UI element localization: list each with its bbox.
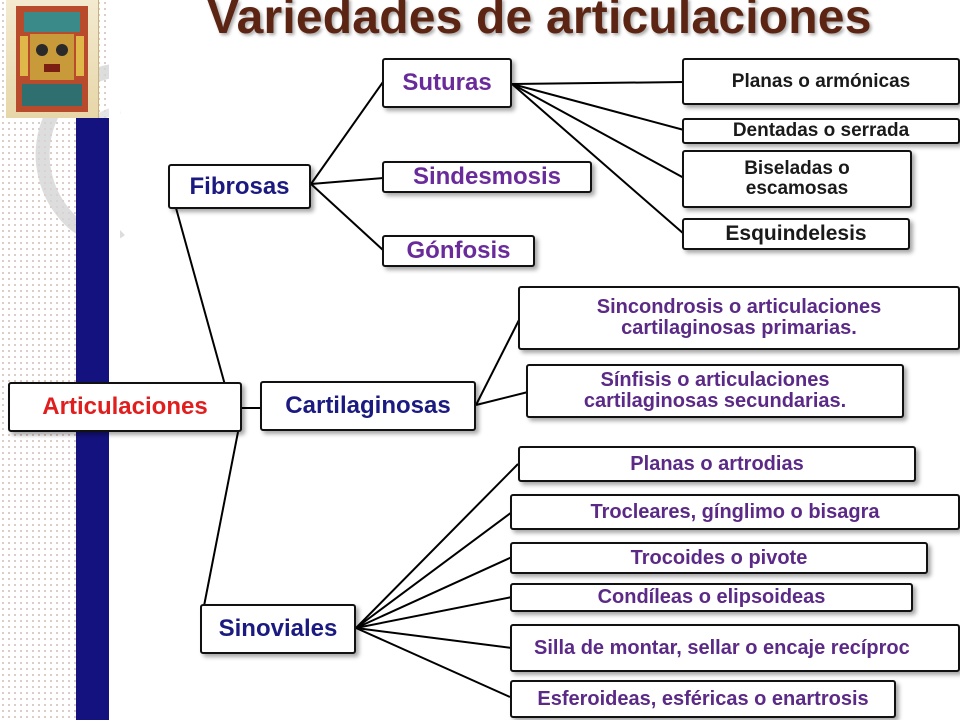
node-sinfisis: Sínfisis o articulaciones cartilaginosas… (526, 364, 904, 418)
node-gonfosis: Gónfosis (382, 235, 535, 267)
aztec-mask-image (6, 0, 99, 118)
node-suturas: Suturas (382, 58, 512, 108)
node-esquindelesis: Esquindelesis (682, 218, 910, 250)
node-trocleares: Trocleares, gínglimo o bisagra (510, 494, 960, 530)
node-sincondrosis: Sincondrosis o articulaciones cartilagin… (518, 286, 960, 350)
node-silla-montar: Silla de montar, sellar o encaje recípro… (510, 624, 960, 672)
page-title: Variedades de articulaciones (207, 0, 872, 44)
node-sinoviales: Sinoviales (200, 604, 356, 654)
node-planas-armonicas: Planas o armónicas (682, 58, 960, 105)
node-sindesmosis: Sindesmosis (382, 161, 592, 193)
node-trocoides: Trocoides o pivote (510, 542, 928, 574)
node-planas-artrodias: Planas o artrodias (518, 446, 916, 482)
node-cartilaginosas: Cartilaginosas (260, 381, 476, 431)
node-articulaciones: Articulaciones (8, 382, 242, 432)
node-condileas: Condíleas o elipsoideas (510, 583, 913, 612)
node-esferoideas: Esferoideas, esféricas o enartrosis (510, 680, 896, 718)
node-fibrosas: Fibrosas (168, 164, 311, 209)
node-dentadas: Dentadas o serrada (682, 118, 960, 144)
node-biseladas: Biseladas o escamosas (682, 150, 912, 208)
white-side-strip (109, 0, 120, 720)
